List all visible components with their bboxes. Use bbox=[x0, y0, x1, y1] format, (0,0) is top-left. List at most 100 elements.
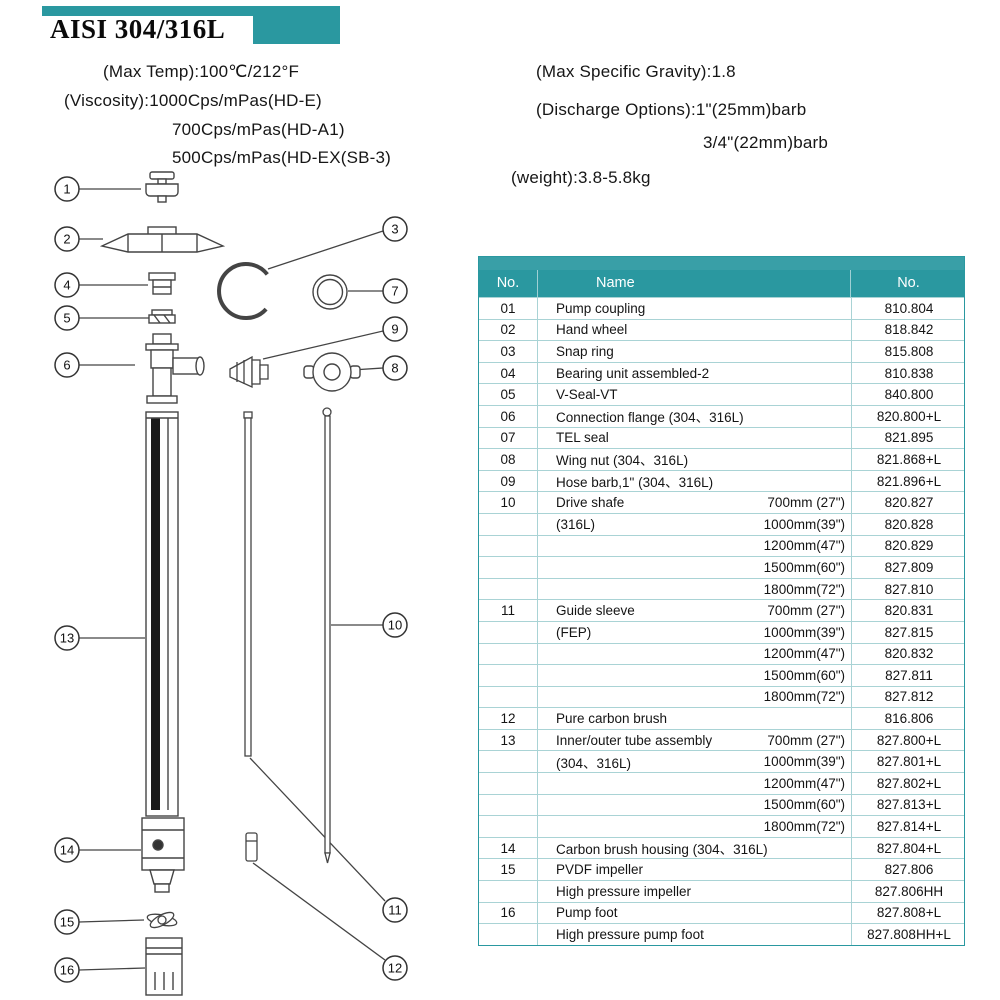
cell-name: Inner/outer tube assembly bbox=[556, 732, 713, 748]
part-hose-barb bbox=[229, 355, 269, 389]
cell-part: 820.827 bbox=[851, 492, 966, 513]
cell-no: 10 bbox=[479, 492, 538, 513]
part-carbon-brush bbox=[245, 832, 258, 862]
cell-part: 827.814+L bbox=[851, 816, 966, 837]
cell-name: Drive shafe bbox=[556, 495, 625, 511]
cell-part: 827.808HH+L bbox=[851, 924, 966, 945]
cell-part: 810.838 bbox=[851, 362, 966, 384]
table-row: 1200mm(47")820.832 bbox=[479, 642, 964, 665]
cell-name: Bearing unit assembled-2 bbox=[556, 365, 710, 381]
cell-size: 1800mm(72") bbox=[763, 689, 845, 705]
part-brush-housing bbox=[141, 817, 185, 893]
cell-no bbox=[479, 643, 538, 665]
cell-no: 03 bbox=[479, 341, 538, 362]
cell-no: 07 bbox=[479, 427, 538, 449]
cell-size: 1500mm(60") bbox=[763, 559, 845, 575]
cell-no bbox=[479, 535, 538, 557]
cell-part: 821.868+L bbox=[851, 449, 966, 470]
cell-name: Carbon brush housing (304、316L) bbox=[556, 842, 768, 858]
cell-name: Hand wheel bbox=[556, 322, 628, 338]
table-row: 04 Bearing unit assembled-2 810.838 bbox=[479, 361, 966, 384]
header-no: No. bbox=[479, 270, 538, 297]
callout-4: 4 bbox=[63, 278, 70, 293]
table-row: (FEP) 1000mm(39") 827.815 bbox=[479, 620, 966, 643]
cell-part: 827.815 bbox=[851, 621, 966, 643]
spec-discharge-1: (Discharge Options):1"(25mm)barb bbox=[536, 100, 807, 119]
cell-part: 827.813+L bbox=[851, 794, 966, 816]
part-snap-ring bbox=[217, 262, 269, 321]
part-guide-sleeve bbox=[243, 411, 253, 757]
part-bearing-unit bbox=[148, 272, 176, 295]
callout-1: 1 bbox=[63, 182, 70, 197]
cell-part: 840.800 bbox=[851, 384, 966, 405]
cell-part: 815.808 bbox=[851, 341, 966, 362]
table-row: 1200mm(47")827.802+L bbox=[479, 772, 964, 794]
cell-part: 827.806HH bbox=[851, 881, 966, 902]
cell-part: 821.895 bbox=[851, 427, 966, 449]
callout-13: 13 bbox=[60, 631, 74, 646]
cell-size: 1000mm(39") bbox=[763, 624, 845, 640]
spec-viscosity-1: (Viscosity):1000Cps/mPas(HD-E) bbox=[64, 91, 322, 110]
callout-10: 10 bbox=[388, 618, 402, 633]
cell-no bbox=[479, 751, 538, 773]
cell-name: Pump foot bbox=[556, 905, 618, 921]
part-tel-seal bbox=[312, 274, 348, 310]
callouts bbox=[54, 176, 408, 983]
spec-viscosity-2: 700Cps/mPas(HD-A1) bbox=[172, 120, 345, 139]
table-header: No. Name No. bbox=[479, 270, 964, 297]
callout-7: 7 bbox=[391, 284, 398, 299]
cell-name: Connection flange (304、316L) bbox=[556, 410, 744, 426]
cell-part: 818.842 bbox=[851, 319, 966, 341]
callout-8: 8 bbox=[391, 361, 398, 376]
spec-discharge-2: 3/4"(22mm)barb bbox=[703, 133, 829, 152]
table-row: 1500mm(60")827.811 bbox=[479, 664, 964, 686]
cell-name: (FEP) bbox=[556, 624, 592, 640]
part-pump-coupling bbox=[145, 171, 179, 203]
cell-size: 1200mm(47") bbox=[763, 775, 845, 791]
cell-part: 827.810 bbox=[851, 578, 966, 600]
cell-part: 827.809 bbox=[851, 557, 966, 578]
cell-size: 1000mm(39") bbox=[763, 754, 845, 770]
header-accent-block bbox=[253, 16, 340, 44]
cell-part: 820.831 bbox=[851, 600, 966, 621]
table-row: 1800mm(72")827.812 bbox=[479, 685, 964, 708]
cell-name: Guide sleeve bbox=[556, 603, 635, 619]
cell-part: 827.804+L bbox=[851, 837, 966, 859]
cell-no: 15 bbox=[479, 859, 538, 881]
cell-no bbox=[479, 773, 538, 794]
callout-6: 6 bbox=[63, 358, 70, 373]
header-name: Name bbox=[538, 270, 851, 297]
table-row: High pressure pump foot 827.808HH+L bbox=[479, 923, 964, 945]
cell-part: 827.808+L bbox=[851, 902, 966, 924]
part-v-seal bbox=[148, 309, 176, 324]
cell-no bbox=[479, 924, 538, 945]
part-drive-shaft bbox=[322, 407, 332, 864]
cell-name: Wing nut (304、316L) bbox=[556, 453, 689, 469]
spec-max-gravity: (Max Specific Gravity):1.8 bbox=[536, 62, 736, 81]
cell-size: 1500mm(60") bbox=[763, 797, 845, 813]
callout-16: 16 bbox=[60, 963, 74, 978]
cell-no: 01 bbox=[479, 298, 538, 319]
cell-no bbox=[479, 794, 538, 816]
cell-name: High pressure pump foot bbox=[556, 927, 704, 943]
cell-no bbox=[479, 621, 538, 643]
cell-name: Snap ring bbox=[556, 343, 614, 359]
cell-size: 1200mm(47") bbox=[763, 646, 845, 662]
callout-14: 14 bbox=[60, 843, 74, 858]
table-row: 1500mm(60") 827.813+L bbox=[479, 793, 966, 816]
part-connection-flange bbox=[145, 333, 205, 404]
cell-no: 04 bbox=[479, 362, 538, 384]
cell-no bbox=[479, 686, 538, 708]
callout-2: 2 bbox=[63, 232, 70, 247]
cell-size: 1000mm(39") bbox=[763, 516, 845, 532]
callout-5: 5 bbox=[63, 311, 70, 326]
part-wing-nut bbox=[303, 352, 361, 392]
